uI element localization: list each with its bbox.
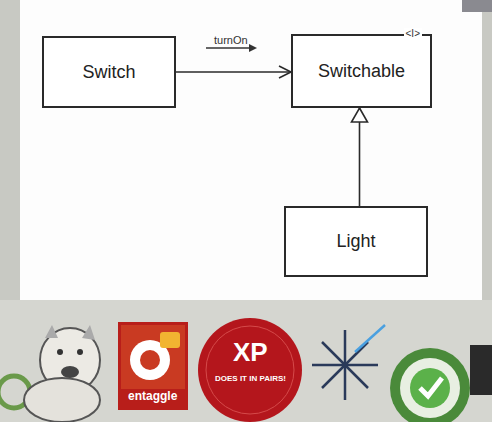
bulldog-sticker	[0, 325, 100, 422]
interface-box: Switchable<I>	[291, 34, 432, 108]
sticker-text: XP	[233, 337, 268, 368]
class-name: Switchable	[318, 61, 405, 82]
class-name: Light	[336, 231, 375, 252]
stereotype-marker: <I>	[404, 28, 422, 40]
xp-sticker	[198, 318, 302, 422]
sticker-text: entaggle	[128, 389, 177, 403]
association-arrow	[176, 66, 291, 78]
slide	[20, 0, 482, 300]
sticker-text: DOES IT IN PAIRS!	[215, 374, 286, 383]
class-box: Light	[284, 206, 428, 277]
class-name: Switch	[82, 62, 135, 83]
direction-arrowhead	[249, 44, 257, 52]
class-box: Switch	[42, 36, 176, 108]
message-label: turnOn	[214, 34, 248, 46]
corner-device	[462, 0, 492, 12]
edge-object	[470, 345, 492, 395]
laptop-lid	[0, 300, 492, 422]
direction-arrow	[206, 47, 254, 48]
clean-code-badge	[390, 348, 470, 422]
entaggle-sticker	[118, 322, 188, 410]
inheritance-arrow	[352, 108, 368, 206]
star-sticker	[312, 325, 385, 400]
